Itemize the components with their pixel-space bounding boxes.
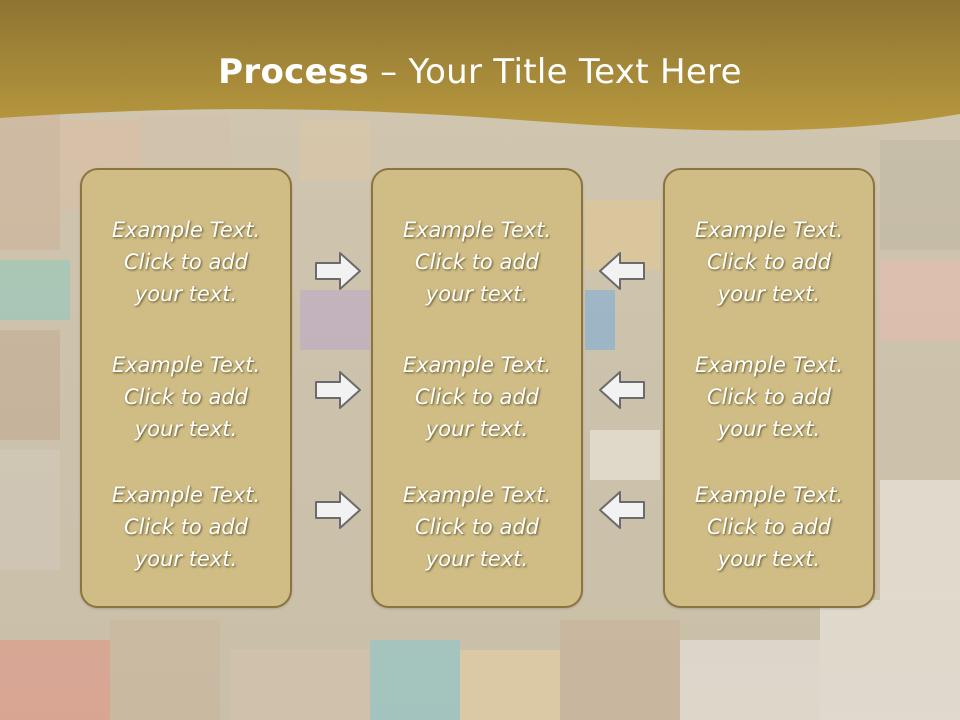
arrow-left-icon[interactable]: [598, 489, 646, 531]
arrow-right-icon[interactable]: [314, 489, 362, 531]
title-rest: – Your Title Text Here: [369, 52, 742, 92]
arrow-left-icon[interactable]: [598, 250, 646, 292]
header-band: [0, 0, 960, 131]
arrow-right-icon[interactable]: [314, 250, 362, 292]
slide-title[interactable]: Process – Your Title Text Here: [0, 52, 960, 92]
title-bold: Process: [218, 52, 370, 92]
arrow-left-icon[interactable]: [598, 369, 646, 411]
arrow-right-icon[interactable]: [314, 369, 362, 411]
